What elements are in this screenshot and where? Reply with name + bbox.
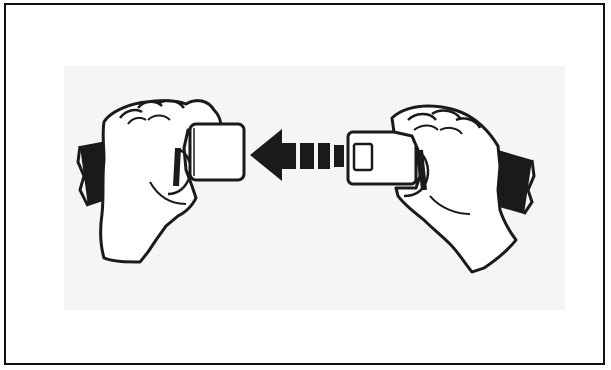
left-hand-holding-buckle-icon — [76, 99, 246, 264]
right-hand-outline — [390, 104, 518, 274]
arrow-dash-2 — [300, 143, 314, 169]
arrow-dash-1 — [282, 143, 296, 169]
dashed-left-arrow-icon — [250, 129, 344, 181]
right-belt-strap — [496, 150, 532, 214]
arrow-dash-4 — [334, 145, 344, 167]
right-hand-holding-tongue-icon — [346, 104, 536, 274]
arrow-head — [250, 129, 282, 181]
arrow-dash-3 — [318, 143, 330, 169]
tongue-slot — [352, 142, 374, 172]
buckle-body — [188, 122, 246, 182]
